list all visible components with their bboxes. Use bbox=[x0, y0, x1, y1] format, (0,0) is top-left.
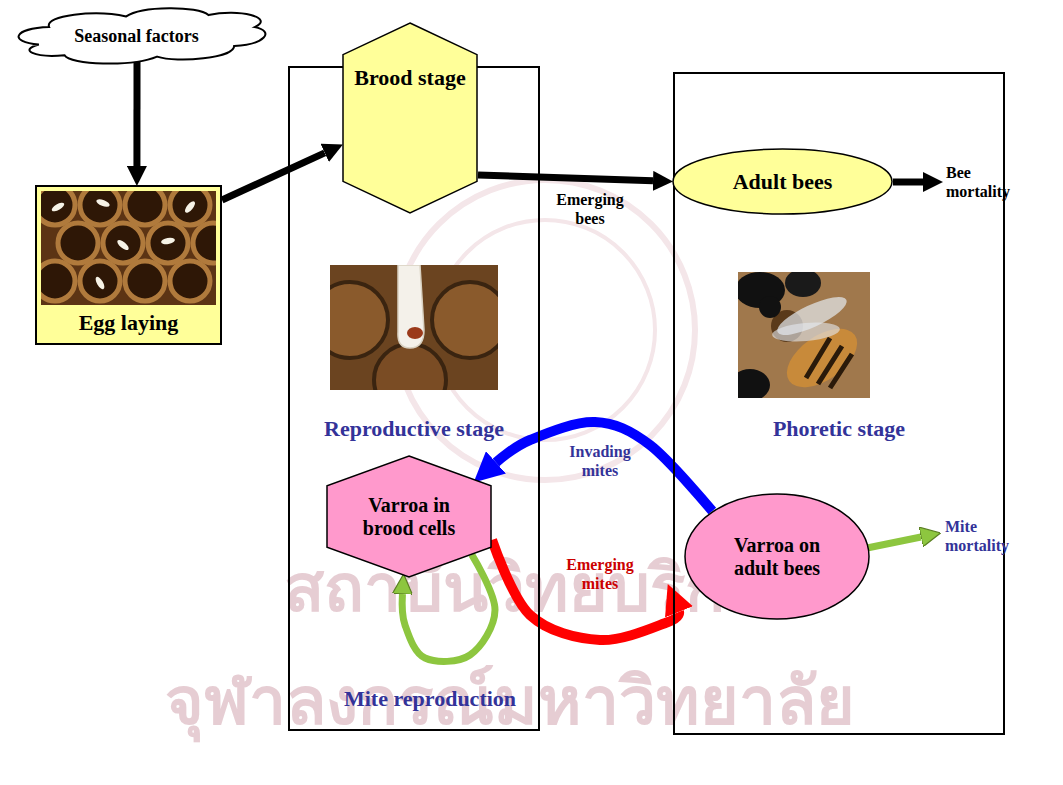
stage-heading: Reproductive stage bbox=[324, 416, 504, 441]
node-label: Seasonal factors bbox=[74, 26, 199, 47]
edge-label: Emerging mites bbox=[555, 555, 645, 593]
honeycomb-photo bbox=[41, 191, 216, 305]
comb-cell bbox=[170, 191, 210, 225]
cloud-outline bbox=[19, 8, 266, 63]
bee-photo bbox=[738, 272, 870, 398]
brood-hexagon-outline bbox=[342, 22, 478, 214]
bee-body bbox=[738, 369, 770, 398]
egg bbox=[116, 238, 131, 252]
photo-frame bbox=[35, 185, 222, 345]
photo-box: Egg laying bbox=[35, 185, 222, 345]
comb-cell bbox=[125, 261, 165, 301]
mortality-arrow bbox=[893, 179, 923, 186]
node-label: Varroa in brood cells bbox=[348, 494, 470, 540]
comb-cell bbox=[41, 261, 75, 301]
egg bbox=[94, 275, 106, 290]
comb-cell bbox=[58, 223, 98, 263]
comb-cell bbox=[80, 261, 120, 301]
stage-panel: Reproductive stage Brood stageVarroa in b… bbox=[288, 66, 540, 731]
mite-ellipse: Varroa on adult bees bbox=[684, 493, 870, 620]
egg bbox=[50, 201, 65, 213]
larva-photo bbox=[330, 265, 498, 390]
mortality-label: Bee mortality bbox=[946, 163, 1026, 201]
comb-cell bbox=[148, 223, 188, 263]
ellipse-outline bbox=[685, 494, 869, 619]
egg bbox=[161, 237, 176, 245]
comb-cell bbox=[330, 282, 388, 358]
comb-cell bbox=[41, 191, 75, 225]
comb-cell bbox=[103, 223, 143, 263]
mortality-label: Mite mortality bbox=[945, 517, 1025, 555]
comb-cell bbox=[170, 261, 210, 301]
cloud-shape: Seasonal factors bbox=[8, 3, 265, 70]
comb-cell bbox=[432, 282, 498, 358]
comb-cell bbox=[80, 191, 120, 225]
flow-arrow bbox=[133, 61, 140, 166]
mite bbox=[407, 327, 423, 339]
emergence-arc bbox=[492, 540, 679, 640]
node-label: Brood stage bbox=[354, 65, 465, 90]
bee-stripes bbox=[806, 338, 852, 388]
flow-arrow bbox=[478, 175, 653, 181]
bee-ellipse: Adult bees bbox=[672, 148, 893, 215]
stage-heading: Phoretic stage bbox=[773, 416, 905, 441]
node-label: Adult bees bbox=[733, 169, 833, 194]
comb-cell bbox=[125, 191, 165, 225]
edge-label: Invading mites bbox=[555, 442, 645, 480]
comb-cell bbox=[374, 344, 446, 390]
egg bbox=[95, 198, 110, 208]
cloud-group bbox=[19, 8, 266, 63]
bee-body bbox=[785, 272, 821, 297]
edge-label: Emerging bees bbox=[545, 190, 635, 228]
hexagon-outline bbox=[343, 23, 477, 213]
edge-label: Mite reproduction bbox=[315, 686, 545, 712]
invasion-arc bbox=[496, 422, 712, 511]
bee-head bbox=[759, 296, 781, 318]
bee-wing bbox=[771, 320, 840, 344]
egg bbox=[183, 200, 197, 215]
ellipse-outline bbox=[673, 149, 892, 214]
mite-hexagon: Varroa in brood cells bbox=[326, 455, 492, 578]
hexagon-outline bbox=[327, 456, 491, 577]
node-label: Egg laying bbox=[79, 310, 179, 335]
mortality-arrow bbox=[867, 537, 921, 548]
larva bbox=[398, 265, 424, 348]
comb-cell bbox=[193, 223, 216, 263]
node-label: Varroa on adult bees bbox=[714, 534, 840, 580]
flow-arrow bbox=[222, 153, 325, 200]
brood-hexagon: Brood stage bbox=[342, 22, 478, 214]
